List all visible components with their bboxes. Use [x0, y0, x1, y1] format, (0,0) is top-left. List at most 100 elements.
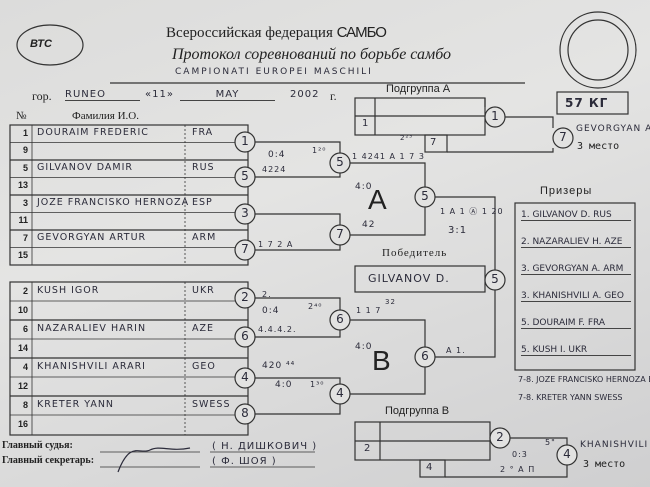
- bracket-circle: 5: [421, 189, 429, 203]
- row-number: 5: [22, 162, 28, 173]
- weight-class: 57 КГ: [565, 96, 609, 110]
- bracket-circle: 2: [241, 290, 249, 304]
- row-number: 10: [17, 304, 28, 315]
- subgroup-a-place: 3 место: [577, 141, 620, 152]
- note: 2.: [262, 290, 272, 299]
- federation-logo-text: ВТС: [30, 38, 52, 50]
- judge-value: Н. ДИШКОВИЧ: [221, 441, 309, 452]
- year-suffix: г.: [330, 89, 337, 103]
- prizewinner-item: 3. KHANISHVILI A. GEO: [521, 291, 631, 302]
- protocol-title: Протокол соревнований по борьбе самбо: [172, 46, 452, 63]
- bracket-circle: 6: [421, 349, 429, 363]
- subgroup-b-row-number: 2: [364, 443, 372, 454]
- note: 0:3: [512, 450, 528, 459]
- subgroup-b-place: 3 место: [583, 459, 626, 470]
- subgroup-a-row-number: 1: [362, 118, 370, 129]
- row-number: 11: [18, 215, 28, 226]
- note: 1 4241 A 1 7 3: [352, 152, 425, 161]
- row-number: 16: [17, 419, 28, 430]
- note: 5": [545, 438, 556, 447]
- competitor-name: DOURAIM FREDERIC: [37, 126, 149, 138]
- subgroup-b-label: Подгруппа В: [385, 405, 450, 417]
- row-number: 9: [22, 145, 28, 156]
- judge-name: ( Н. ДИШКОВИЧ ): [212, 441, 318, 452]
- competitor-name: JOZE FRANCISKO HERNOZA: [37, 196, 190, 208]
- bracket-circle: 7: [559, 130, 567, 144]
- row-number: 14: [17, 342, 28, 353]
- competitor-name: KUSH IGOR: [37, 284, 100, 296]
- federation-logo: [16, 24, 84, 66]
- secretary-label: Главный секретарь:: [2, 455, 95, 466]
- competitor-name: KRETER YANN: [37, 399, 115, 411]
- note: 2⁴⁰: [308, 302, 323, 311]
- bracket-circle: 6: [336, 312, 344, 326]
- competitor-country: ARM: [192, 231, 217, 243]
- note: 1³⁰: [310, 380, 325, 389]
- bracket-circle: 8: [241, 406, 249, 420]
- note: 4224: [262, 165, 287, 174]
- row-number: 12: [17, 381, 28, 392]
- note: 4:0: [355, 182, 373, 192]
- bracket-circle: 5: [336, 155, 344, 169]
- subgroup-a-label: Подгруппа А: [386, 83, 451, 95]
- row-number: 13: [17, 180, 28, 191]
- prizewinner-item: 2. NAZARALIEV H. AZE: [521, 237, 631, 248]
- bracket-circle: 2: [496, 430, 504, 444]
- bracket-circle: 4: [241, 370, 249, 384]
- note: 0:4: [262, 306, 280, 316]
- bracket-circle: 4: [563, 447, 571, 461]
- month-value: MAY: [180, 89, 275, 101]
- sambo-logo-text: САМБО: [336, 24, 387, 41]
- note: 420 ⁴⁴: [262, 361, 296, 371]
- federation-label: Всероссийская федерация: [166, 25, 333, 41]
- competitor-country: FRA: [192, 126, 214, 138]
- pool-b-label: B: [372, 345, 391, 376]
- note: 32: [385, 298, 396, 306]
- subgroup-a-row-number: 7: [430, 137, 438, 148]
- note: 4:0: [275, 380, 293, 390]
- pool-a-label: A: [368, 184, 387, 215]
- bracket-circle: 7: [336, 227, 344, 241]
- competitor-country: UKR: [192, 284, 215, 296]
- bracket-circle: 1: [491, 109, 499, 123]
- competitor-name: KHANISHVILI ARARI: [37, 361, 146, 373]
- prizewinner-extra: 7-8. JOZE FRANCISKO HERNOZA ESP: [518, 375, 650, 384]
- bracket-circle: 1: [241, 134, 249, 148]
- row-number: 8: [22, 400, 28, 411]
- secretary-name: ( Ф. ШОЯ ): [212, 456, 277, 467]
- prizewinners-title: Призеры: [540, 185, 593, 197]
- note: 42: [362, 220, 376, 230]
- event-name: CAMPIONATI EUROPEI MASCHILI: [175, 67, 373, 77]
- competitor-name: GILVANOV DAMIR: [37, 161, 133, 173]
- winner-name: GILVANOV D.: [368, 272, 450, 285]
- row-number: 7: [22, 232, 28, 243]
- competitor-country: ESP: [192, 196, 213, 208]
- competitor-country: GEO: [192, 361, 216, 373]
- note: 2²³: [400, 134, 414, 142]
- competitor-name: GEVORGYAN ARTUR: [37, 231, 147, 243]
- bracket-circle: 7: [241, 242, 249, 256]
- prizewinner-item: 5. KUSH I. UKR: [521, 345, 631, 356]
- row-number: 4: [22, 362, 28, 373]
- row-number: 6: [22, 323, 28, 334]
- number-header: №: [16, 110, 27, 122]
- bracket-circle: 3: [241, 206, 249, 220]
- seal-logo: [559, 11, 637, 89]
- winner-label: Победитель: [382, 247, 448, 259]
- row-number: 3: [22, 197, 28, 208]
- note: 3:1: [448, 225, 468, 236]
- note: A 1.: [446, 346, 466, 355]
- competitor-country: RUS: [192, 161, 215, 173]
- prizewinner-item: 5. DOURAIM F. FRA: [521, 318, 631, 329]
- note: 1 1 7: [356, 306, 382, 315]
- prizewinner-extra: 7-8. KRETER YANN SWESS: [518, 393, 623, 402]
- city-label: гор.: [32, 89, 52, 103]
- competitor-country: SWESS: [192, 399, 231, 411]
- city-value: RUNEO: [65, 89, 140, 101]
- day-value: «11»: [145, 89, 174, 100]
- federation-name: Всероссийская федерация САМБО: [166, 24, 387, 42]
- bracket-circle: 4: [336, 386, 344, 400]
- prizewinner-item: 1. GILVANOV D. RUS: [521, 210, 631, 221]
- note: 4.4.4.2.: [258, 325, 297, 334]
